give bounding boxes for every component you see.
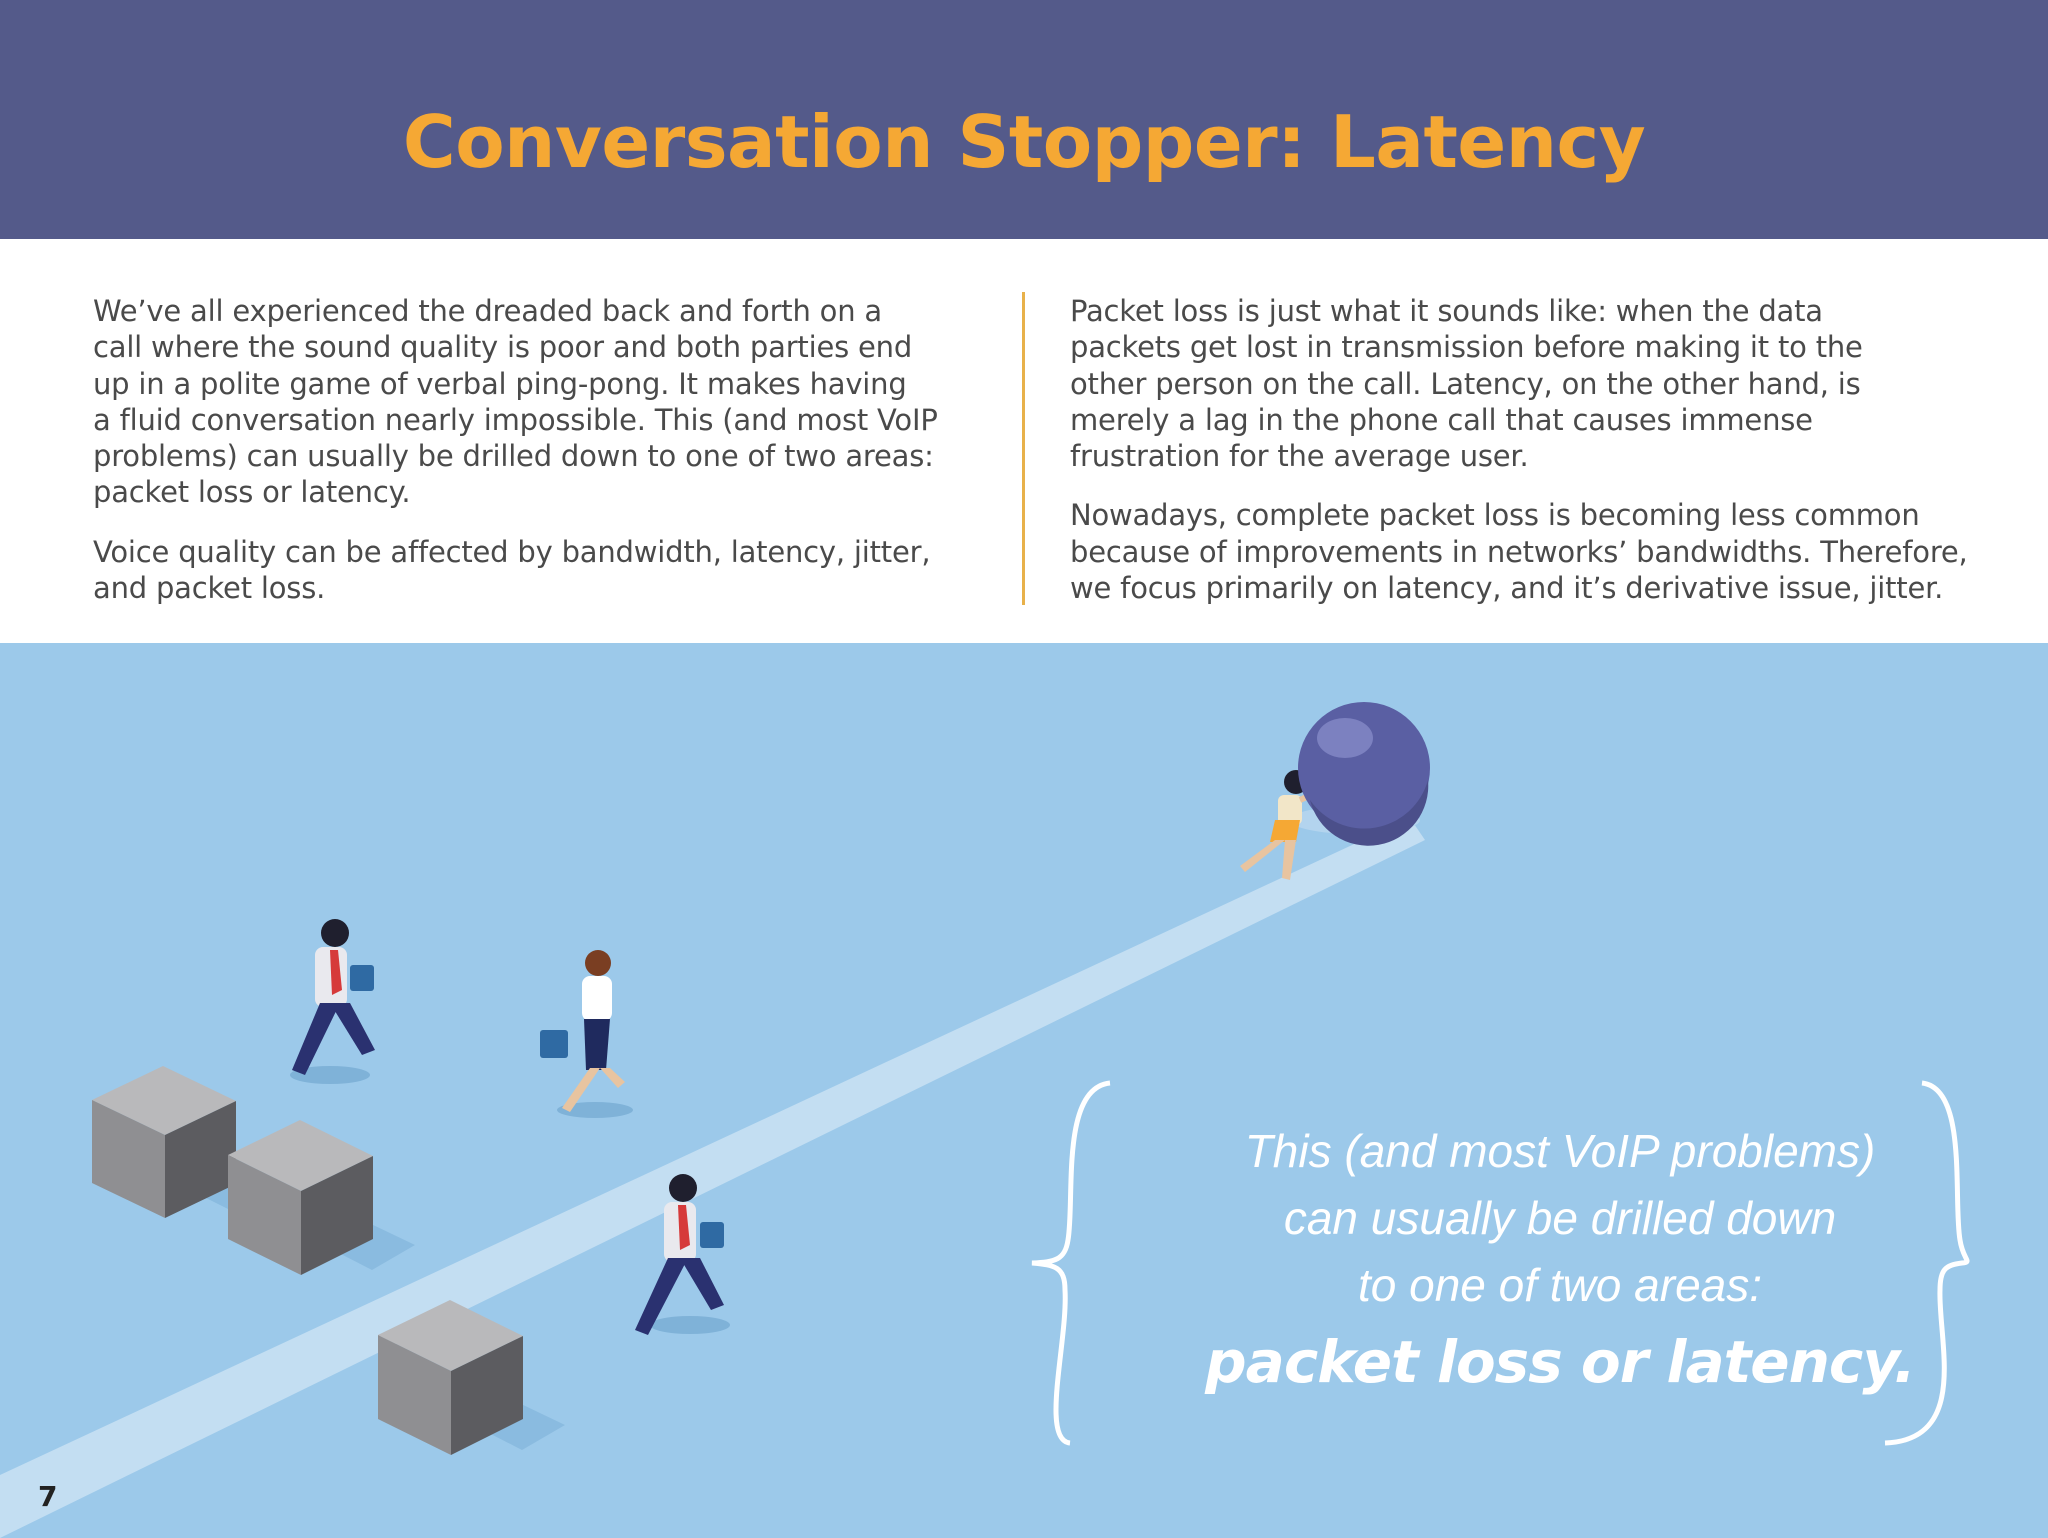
right-paragraph-2: Nowadays, complete packet loss is becomi… (1070, 498, 1968, 606)
pull-quote-line-2: can usually be drilled down (1283, 1192, 1837, 1244)
right-column: Packet loss is just what it sounds like:… (1070, 293, 2000, 629)
header-banner: Conversation Stopper: Latency (0, 0, 2048, 239)
left-paragraph-1: We’ve all experienced the dreaded back a… (93, 294, 938, 510)
light-path (0, 818, 1425, 1538)
pull-quote-line-3: to one of two areas: (1357, 1259, 1763, 1311)
left-column: We’ve all experienced the dreaded back a… (93, 293, 973, 629)
page-title: Conversation Stopper: Latency (402, 100, 1646, 184)
running-businesswoman (540, 950, 633, 1118)
right-paragraph-1: Packet loss is just what it sounds like:… (1070, 294, 1863, 474)
page-number: 7 (38, 1480, 58, 1513)
running-businessman (290, 919, 375, 1084)
pull-quote: This (and most VoIP problems) can usuall… (1100, 1118, 2020, 1405)
right-brace (1884, 1080, 1970, 1446)
column-divider (1022, 292, 1025, 605)
purple-sphere (1298, 702, 1430, 846)
gray-cube (228, 1120, 415, 1275)
latency-illustration (0, 702, 1970, 1538)
gray-cube (378, 1300, 565, 1455)
left-paragraph-2: Voice quality can be affected by bandwid… (93, 534, 931, 606)
left-brace (1031, 1080, 1111, 1446)
pull-quote-emphasis: packet loss or latency. (1205, 1328, 1916, 1396)
running-businessman (635, 1174, 730, 1335)
pull-quote-line-1: This (and most VoIP problems) (1244, 1125, 1876, 1177)
